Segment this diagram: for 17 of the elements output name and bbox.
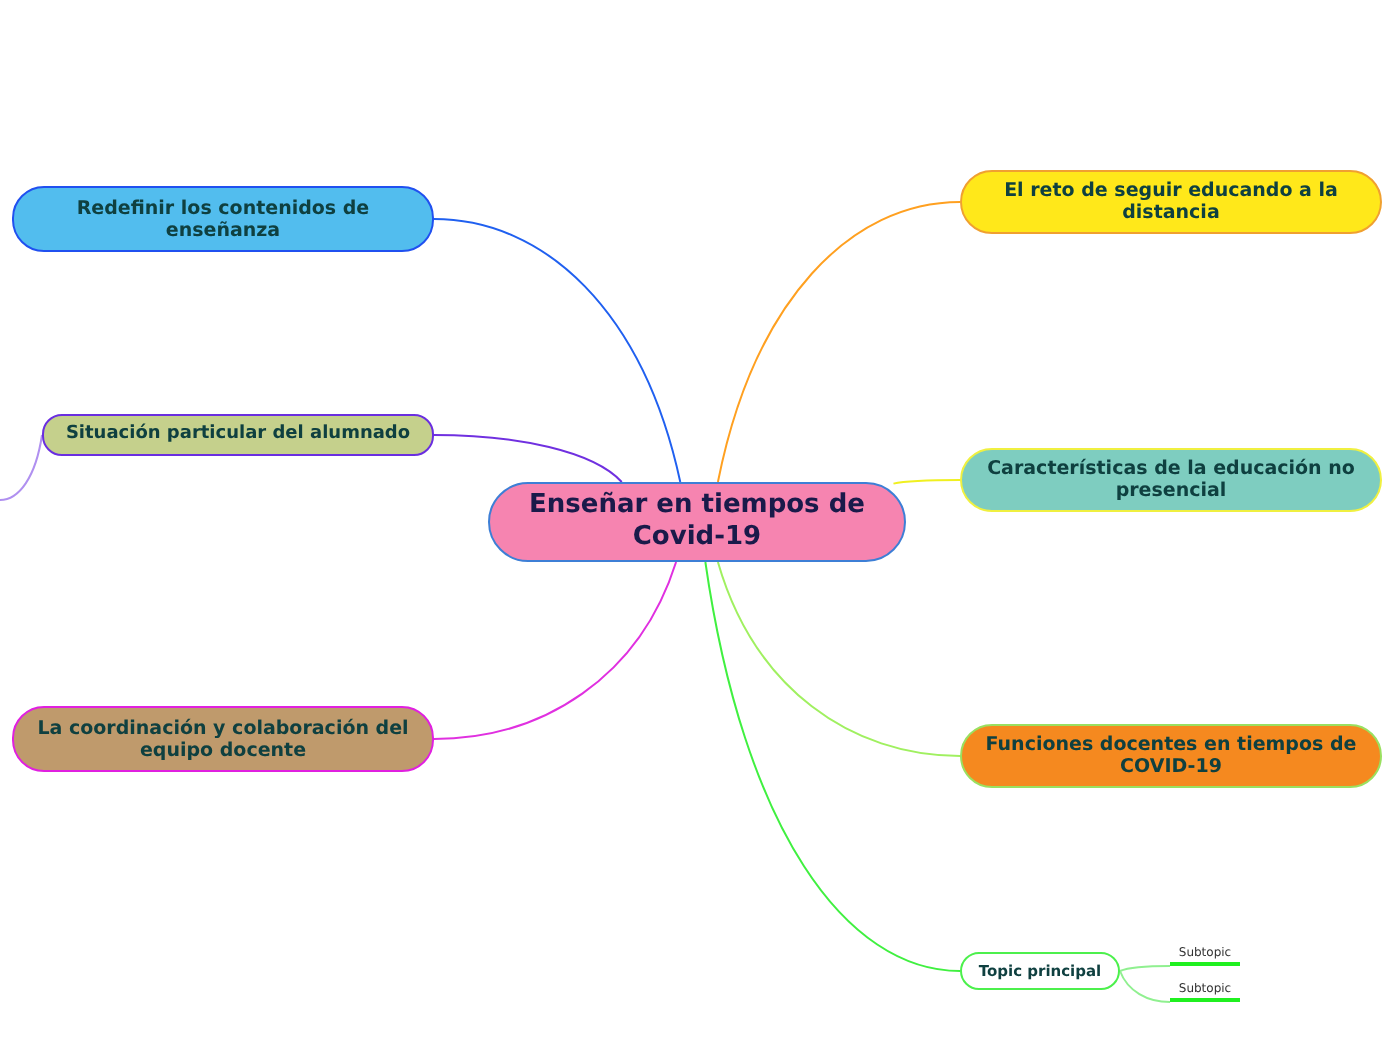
- connector-line: [433, 561, 678, 740]
- connector-line: [433, 434, 623, 483]
- connector-line: [1119, 965, 1171, 972]
- central-topic: Enseñar en tiempos de Covid-19: [488, 482, 906, 562]
- topic-box: Situación particular del alumnado: [42, 414, 434, 456]
- connector-line: [716, 561, 961, 757]
- connector-line: [892, 479, 961, 485]
- connector-line: [704, 561, 961, 972]
- topic-box: La coordinación y colaboración del equipo docente: [12, 706, 434, 772]
- topic-box: El reto de seguir educando a la distancia: [960, 170, 1382, 234]
- connector-line: [716, 201, 961, 483]
- topic-box: Funciones docentes en tiempos de COVID-19: [960, 724, 1382, 788]
- topic-box: Características de la educación no presencial: [960, 448, 1382, 512]
- connector-line: [433, 218, 682, 483]
- topic-box: Redefinir los contenidos de enseñanza: [12, 186, 434, 252]
- connector-line: [1119, 970, 1171, 1003]
- connector-line: [0, 434, 43, 501]
